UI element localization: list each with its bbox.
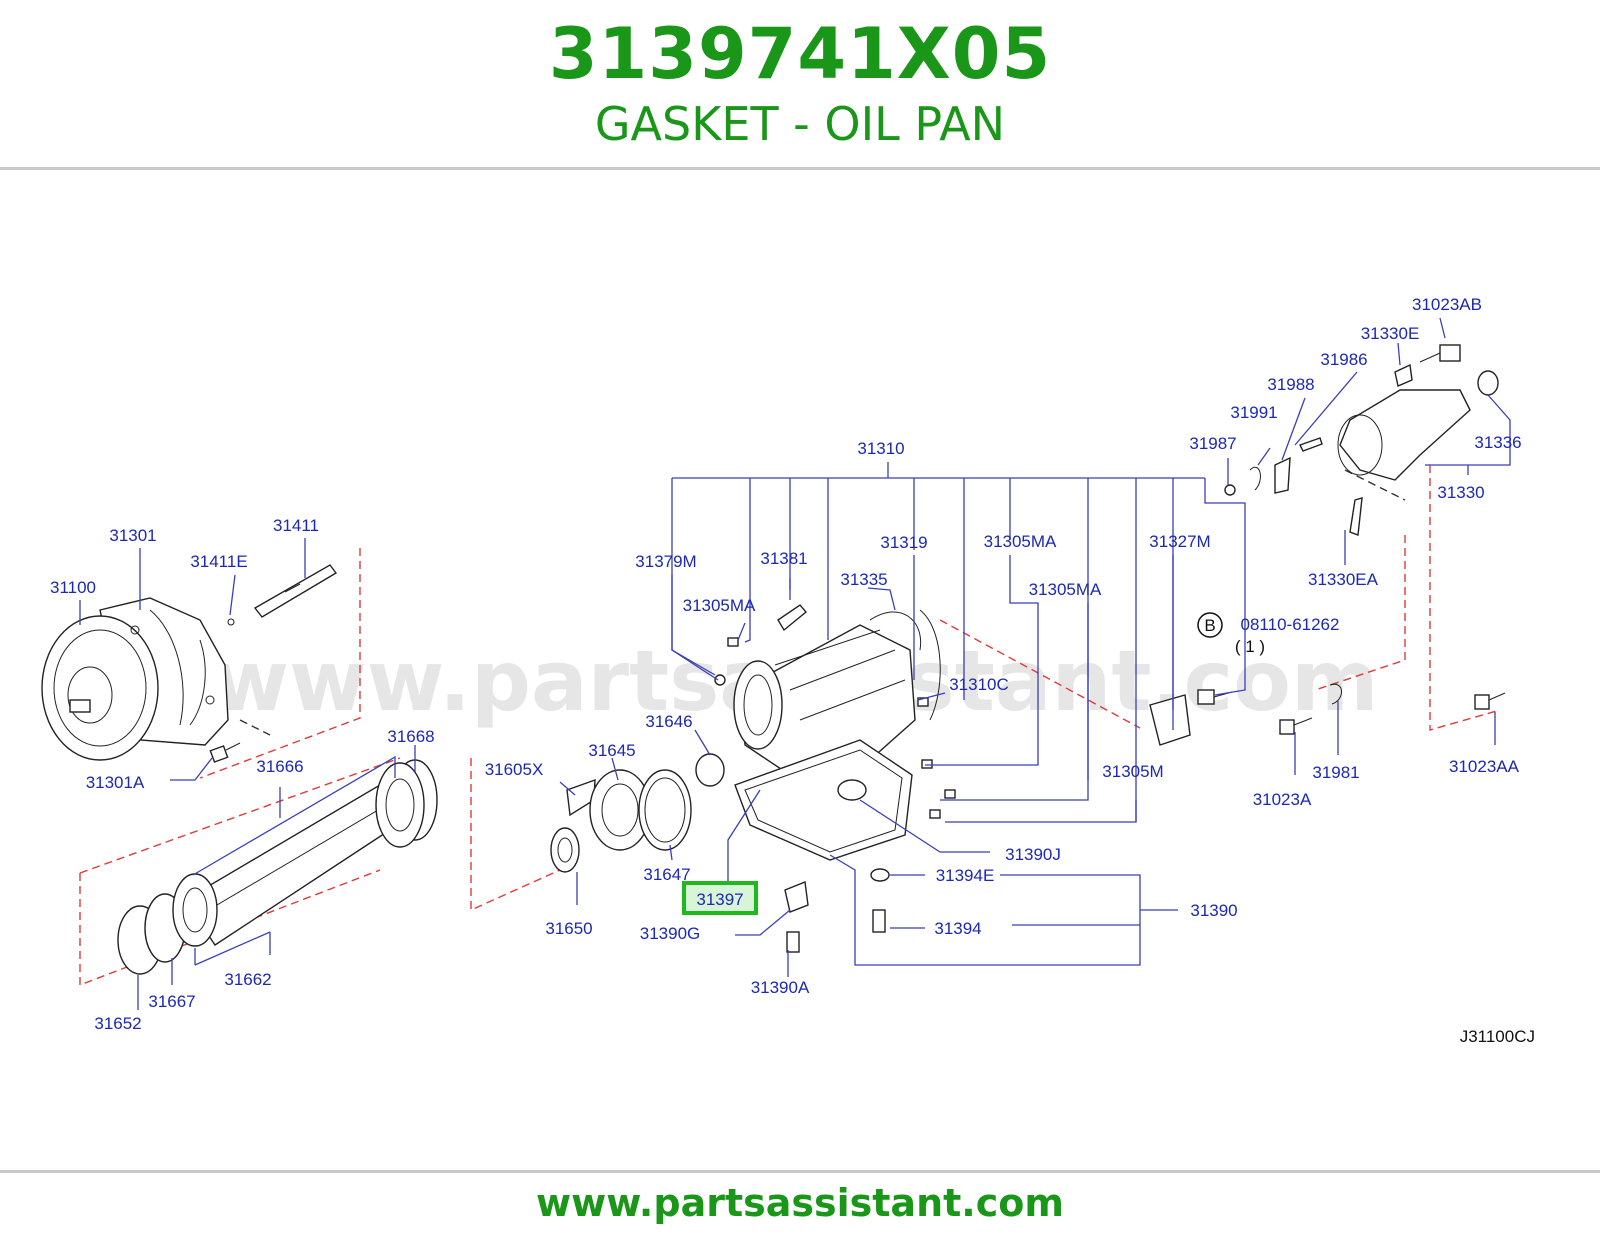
input-shaft-drawing bbox=[227, 564, 338, 626]
callout-31397-highlighted[interactable]: 31397 bbox=[696, 890, 743, 909]
callout-31335[interactable]: 31335 bbox=[840, 570, 887, 589]
page-header: 3139741X05 GASKET - OIL PAN bbox=[0, 0, 1600, 168]
callout-31987[interactable]: 31987 bbox=[1189, 434, 1236, 453]
callout-31305ma-top[interactable]: 31305MA bbox=[984, 532, 1057, 551]
callout-31381[interactable]: 31381 bbox=[760, 549, 807, 568]
reference-circle-b bbox=[1197, 612, 1223, 638]
callout-31668[interactable]: 31668 bbox=[387, 727, 434, 746]
reference-letter-b: B bbox=[1204, 616, 1215, 635]
callout-31647[interactable]: 31647 bbox=[643, 865, 690, 884]
header-divider bbox=[0, 167, 1600, 170]
callout-31327m[interactable]: 31327M bbox=[1149, 532, 1210, 551]
callout-31411e[interactable]: 31411E bbox=[190, 552, 247, 571]
callout-31981[interactable]: 31981 bbox=[1312, 763, 1359, 782]
callout-31310c[interactable]: 31310C bbox=[949, 675, 1009, 694]
callout-31394e[interactable]: 31394E bbox=[936, 866, 995, 885]
callout-labels: 31023AB 31330E 31986 31988 31991 31987 3… bbox=[50, 295, 1522, 1033]
callout-31330[interactable]: 31330 bbox=[1437, 483, 1484, 502]
bolt-31301a-drawing bbox=[209, 742, 241, 763]
assembly-dashed-lines bbox=[79, 465, 1501, 987]
callout-31330ea[interactable]: 31330EA bbox=[1308, 570, 1379, 589]
callout-31394[interactable]: 31394 bbox=[934, 919, 981, 938]
callout-31305m[interactable]: 31305M bbox=[1102, 762, 1163, 781]
callout-31390j[interactable]: 31390J bbox=[1005, 845, 1061, 864]
part-name-subtitle: GASKET - OIL PAN bbox=[594, 97, 1006, 151]
extension-housing-drawing bbox=[1337, 344, 1499, 536]
callout-31301[interactable]: 31301 bbox=[109, 526, 156, 545]
callout-31986[interactable]: 31986 bbox=[1320, 350, 1367, 369]
callout-31411[interactable]: 31411 bbox=[273, 516, 319, 535]
callout-31305ma-left[interactable]: 31305MA bbox=[683, 596, 756, 615]
callout-31991[interactable]: 31991 bbox=[1230, 403, 1277, 422]
callout-31667[interactable]: 31667 bbox=[148, 992, 195, 1011]
callout-31646[interactable]: 31646 bbox=[645, 712, 692, 731]
footer-website-url[interactable]: www.partsassistant.com bbox=[536, 1181, 1064, 1225]
callout-bolt-qty: ( 1 ) bbox=[1235, 637, 1265, 656]
highlighted-part-box[interactable] bbox=[682, 881, 758, 915]
callout-31390g[interactable]: 31390G bbox=[640, 924, 701, 943]
callout-31390[interactable]: 31390 bbox=[1190, 901, 1237, 920]
leader-lines bbox=[79, 317, 1511, 1010]
callout-31023a[interactable]: 31023A bbox=[1253, 790, 1312, 809]
shaft-tube-drawing bbox=[184, 781, 406, 946]
small-parts-right-drawing bbox=[1149, 437, 1506, 746]
oil-pan-drawing bbox=[734, 739, 913, 953]
callout-31023aa[interactable]: 31023AA bbox=[1449, 757, 1520, 776]
callout-08110-61262[interactable]: 08110-61262 bbox=[1241, 615, 1340, 634]
callout-31645[interactable]: 31645 bbox=[588, 741, 635, 760]
torque-converter-drawing bbox=[41, 597, 229, 761]
callout-31330e[interactable]: 31330E bbox=[1361, 324, 1420, 343]
callout-31023ab[interactable]: 31023AB bbox=[1412, 295, 1482, 314]
transmission-case-drawing bbox=[733, 604, 941, 776]
callout-31390a[interactable]: 31390A bbox=[751, 978, 810, 997]
callout-31652[interactable]: 31652 bbox=[94, 1014, 141, 1033]
callout-31988[interactable]: 31988 bbox=[1267, 375, 1314, 394]
gear-rings-left-drawing bbox=[117, 759, 438, 975]
callout-31301a[interactable]: 31301A bbox=[86, 773, 145, 792]
callout-31666[interactable]: 31666 bbox=[256, 757, 303, 776]
callout-31605x[interactable]: 31605X bbox=[485, 760, 544, 779]
callout-31336[interactable]: 31336 bbox=[1474, 433, 1521, 452]
footer-divider bbox=[0, 1170, 1600, 1173]
callout-31379m[interactable]: 31379M bbox=[635, 552, 696, 571]
callout-31650[interactable]: 31650 bbox=[545, 919, 592, 938]
callout-31662[interactable]: 31662 bbox=[224, 970, 271, 989]
diagram-code: J31100CJ bbox=[1460, 1027, 1535, 1046]
callout-31310[interactable]: 31310 bbox=[857, 439, 904, 458]
callout-31305ma-right[interactable]: 31305MA bbox=[1029, 580, 1102, 599]
case-bolts-drawing bbox=[714, 637, 956, 819]
bolt-reference-b: B bbox=[1197, 612, 1223, 638]
seals-middle-drawing bbox=[550, 753, 725, 873]
callout-31100[interactable]: 31100 bbox=[50, 578, 96, 597]
part-number-title: 3139741X05 bbox=[548, 13, 1052, 95]
callout-31319[interactable]: 31319 bbox=[880, 533, 927, 552]
